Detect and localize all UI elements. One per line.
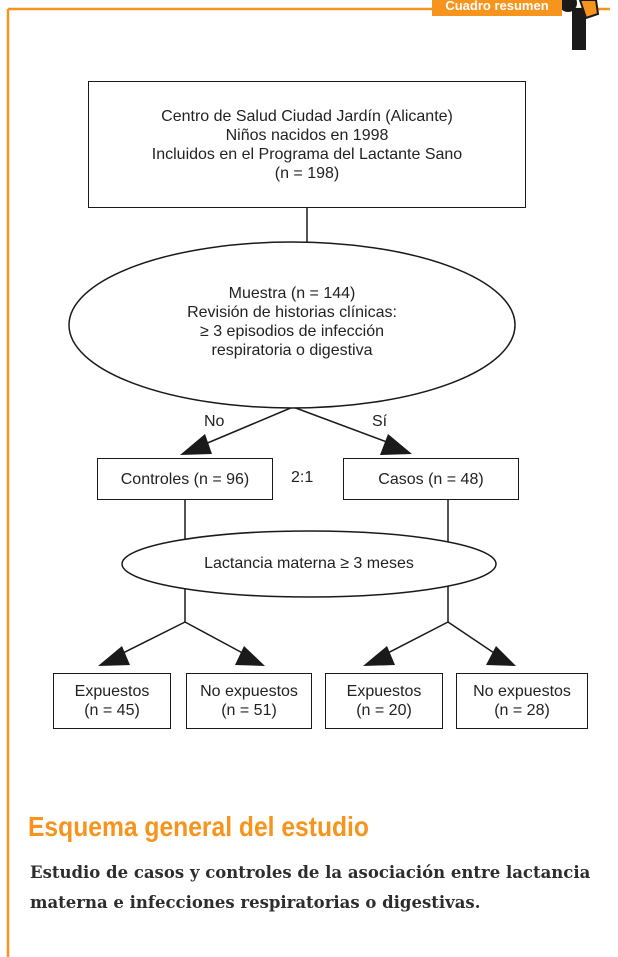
outcome-box: No expuestos (n = 51) [186, 673, 312, 729]
cases-box: Casos (n = 48) [343, 458, 519, 500]
population-line-3: Incluidos en el Programa del Lactante Sa… [151, 145, 463, 163]
branch-yes-label: Sí [372, 413, 388, 430]
connector-right-fork-b [447, 621, 501, 658]
outcome-label: No expuestos [473, 683, 571, 700]
arrowhead-right-b [486, 646, 516, 666]
outcome-count: (n = 51) [221, 702, 277, 719]
population-box: Centro de Salud Ciudad Jardín (Alicante)… [88, 81, 526, 208]
sample-line-3: ≥ 3 episodios de infección [199, 323, 384, 340]
sample-line-1: Muestra (n = 144) [228, 285, 356, 302]
summary-badge: Cuadro resumen [432, 0, 562, 16]
sample-line-4: respiratoria o digestiva [211, 342, 373, 359]
connector-right-fork-a [379, 621, 449, 658]
person-pictogram-icon [559, 0, 600, 50]
outcome-count: (n = 20) [356, 702, 412, 719]
connector-sample-yes [292, 406, 396, 446]
outcome-count: (n = 45) [84, 702, 140, 719]
exposure-ellipse-shape [121, 530, 497, 598]
figure-title: Esquema general del estudio [28, 811, 369, 842]
outcome-label: Expuestos [74, 683, 150, 700]
outcome-box: Expuestos (n = 45) [53, 673, 171, 729]
population-line-1: Centro de Salud Ciudad Jardín (Alicante) [161, 107, 453, 125]
outcome-label: Expuestos [346, 683, 422, 700]
outcome-box: Expuestos (n = 20) [325, 673, 443, 729]
arrowhead-no [180, 434, 212, 455]
sample-ellipse-shape [68, 241, 516, 409]
population-line-2: Niños nacidos en 1998 [225, 126, 389, 144]
outcome-label: No expuestos [200, 683, 298, 700]
branch-no-label: No [204, 413, 225, 430]
arrowhead-yes [380, 434, 412, 455]
arrowhead-left-a [98, 646, 130, 666]
sample-line-2: Revisión de historias clínicas: [187, 304, 397, 321]
outcome-box: No expuestos (n = 28) [456, 673, 588, 729]
arrowhead-right-a [363, 646, 395, 666]
arrowhead-left-b [235, 646, 265, 666]
connector-left-fork-a [114, 621, 186, 658]
exposure-ellipse: Lactancia materna ≥ 3 meses [204, 555, 414, 572]
ratio-label: 2:1 [291, 469, 314, 486]
population-line-4: (n = 198) [274, 164, 340, 182]
figure-subtitle: Estudio de casos y controles de la asoci… [30, 863, 591, 912]
connector-sample-no [197, 406, 294, 448]
controls-box: Controles (n = 96) [97, 458, 273, 500]
outcome-count: (n = 28) [494, 702, 550, 719]
connector-left-fork-b [184, 621, 251, 658]
sample-ellipse: Muestra (n = 144) Revisión de historias … [90, 262, 494, 382]
